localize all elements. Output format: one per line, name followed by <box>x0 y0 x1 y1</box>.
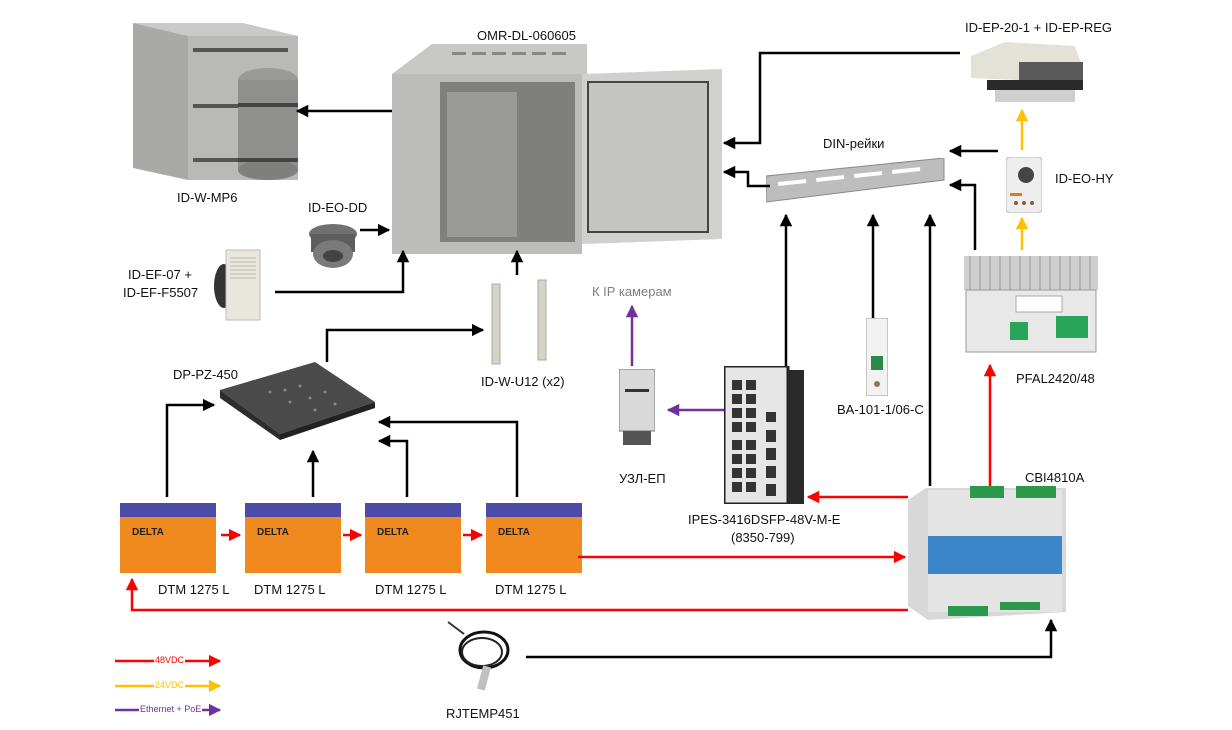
breaker-label: BA-101-1/06-C <box>837 402 924 417</box>
svg-text:DELTA: DELTA <box>498 527 530 538</box>
enclosure-image <box>392 44 722 254</box>
battery-image-3: DELTA <box>363 497 465 575</box>
ups-charger-image <box>908 482 1066 622</box>
mounting-kit-icon <box>133 23 298 180</box>
wire-fan-to-enclosure <box>275 249 410 294</box>
mounting-kit-image <box>128 8 298 183</box>
ip-cameras-note: К IP камерам <box>592 284 672 299</box>
breaker-icon <box>865 317 889 397</box>
mounting-kit-label: ID-W-MP6 <box>177 190 238 205</box>
fan-filter-label-line1: ID-EF-07 + <box>128 267 192 282</box>
temp-sensor-label: RJTEMP451 <box>446 706 520 721</box>
peltier-cooler-label: ID-EP-20-1 + ID-EP-REG <box>965 20 1113 35</box>
dc-converter-icon <box>964 256 1098 353</box>
legend-label-48vdc: 48VDC <box>154 655 186 665</box>
peltier-cooler-image <box>965 40 1085 106</box>
shelf-image <box>220 362 375 440</box>
battery-icon: DELTA <box>245 503 341 573</box>
poe-protector-label: УЗЛ-ЕП <box>619 471 666 486</box>
poe-protector-icon <box>618 368 656 445</box>
din-rail-icon <box>765 157 945 203</box>
dc-converter-label: PFAL2420/48 <box>1016 371 1095 386</box>
rails-image <box>484 278 554 366</box>
wire-converter-to-din <box>948 178 977 250</box>
battery-image-4: DELTA <box>484 497 586 575</box>
svg-text:DELTA: DELTA <box>257 527 289 538</box>
svg-text:DELTA: DELTA <box>132 527 164 538</box>
enclosure-label: OMR-DL-060605 <box>477 28 576 43</box>
breaker-image <box>865 317 889 397</box>
power-ups-to-battery1 <box>125 577 908 612</box>
switch-label-line1: IPES-3416DSFP-48V-M-E <box>688 512 841 527</box>
drain-icon <box>309 224 357 268</box>
peltier-cooler-icon <box>971 42 1083 102</box>
ups-charger-icon <box>908 486 1066 620</box>
temp-sensor-icon <box>447 621 510 691</box>
rails-label: ID-W-U12 (x2) <box>481 374 565 389</box>
battery-icon: DELTA <box>486 503 582 573</box>
fan-filter-image <box>214 248 262 322</box>
shelf-label: DP-PZ-450 <box>173 367 239 382</box>
switch-icon <box>722 364 804 506</box>
battery-label-1: DTM 1275 L <box>158 582 230 597</box>
poe-protector-image <box>618 368 656 447</box>
temp-sensor-image <box>446 620 516 696</box>
din-rails-label: DIN-рейки <box>823 136 885 151</box>
wire-din-to-enclosure <box>722 165 770 188</box>
rails-icon <box>491 279 547 365</box>
din-rails-image <box>765 157 946 206</box>
legend-label-24vdc: 24VDC <box>154 680 186 690</box>
fan-filter-label-line2: ID-EF-F5507 <box>123 285 199 300</box>
drain-label: ID-EO-DD <box>308 200 368 215</box>
wire-battery1-to-shelf <box>165 398 216 497</box>
wire-cooler-to-enclosure <box>722 51 960 150</box>
switch-label-line2: (8350-799) <box>731 530 795 545</box>
battery-icon: DELTA <box>120 503 216 573</box>
battery-icon: DELTA <box>365 503 461 573</box>
enclosure-icon <box>392 44 722 254</box>
svg-text:DELTA: DELTA <box>377 527 409 538</box>
dc-converter-image <box>960 256 1102 362</box>
fan-filter-icon <box>214 249 261 321</box>
legend-label-ethernet: Ethernet + PoE <box>139 704 203 714</box>
battery-label-2: DTM 1275 L <box>254 582 326 597</box>
battery-image-1: DELTA <box>118 497 220 575</box>
battery-label-4: DTM 1275 L <box>495 582 567 597</box>
ups-charger-label: CBI4810A <box>1025 470 1085 485</box>
shelf-icon <box>220 362 375 440</box>
wire-battery3-to-shelf <box>377 434 409 497</box>
wire-shelf-to-rails <box>325 323 485 362</box>
battery-image-2: DELTA <box>243 497 345 575</box>
battery-label-3: DTM 1275 L <box>375 582 447 597</box>
hygrostat-label: ID-EO-HY <box>1055 171 1114 186</box>
drain-image <box>307 220 359 270</box>
switch-image <box>722 364 804 506</box>
wire-battery4-to-shelf <box>377 415 519 497</box>
wire-sensor-to-ups <box>526 618 1058 659</box>
